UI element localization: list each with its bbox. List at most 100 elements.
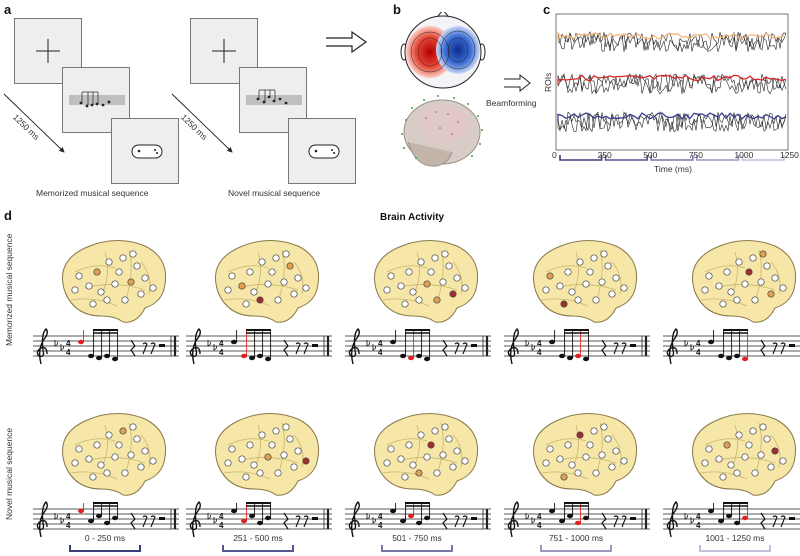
time-window-label: 251 - 500 ms	[233, 533, 283, 543]
brain-icon	[215, 413, 320, 496]
x-tick-label: 250	[597, 150, 612, 160]
roi-node	[574, 469, 582, 477]
note-head	[742, 356, 748, 362]
svg-text:4: 4	[537, 512, 542, 521]
svg-text:4: 4	[66, 339, 71, 348]
roi-node	[779, 284, 787, 292]
time-window-label: 0 - 250 ms	[84, 533, 126, 543]
note-head	[241, 518, 247, 524]
roi-node	[592, 296, 600, 304]
roi-node	[115, 268, 123, 276]
roi-node	[560, 473, 568, 481]
roi-node	[127, 278, 135, 286]
roi-node	[608, 290, 616, 298]
roi-node	[574, 296, 582, 304]
roi-node	[427, 441, 435, 449]
roi-node	[242, 300, 250, 308]
roi-node	[290, 463, 298, 471]
mini-score-icon	[69, 91, 125, 108]
treble-clef-icon	[507, 328, 519, 365]
note-head	[241, 353, 247, 359]
svg-text:4: 4	[219, 512, 224, 521]
roi-node	[85, 455, 93, 463]
roi-node	[701, 286, 709, 294]
svg-text:4: 4	[696, 339, 701, 348]
score-staff-icon: 44	[33, 501, 179, 538]
roi-node	[763, 435, 771, 443]
roi-node	[264, 453, 272, 461]
roi-node	[586, 268, 594, 276]
note-head	[400, 518, 406, 524]
treble-clef-icon	[666, 501, 678, 538]
roi-node	[224, 286, 232, 294]
roi-node	[272, 427, 280, 435]
roi-node	[415, 296, 423, 304]
roi-node	[590, 254, 598, 262]
roi-node	[441, 250, 449, 258]
roi-node	[751, 296, 759, 304]
roi-node	[97, 461, 105, 469]
roi-node	[445, 262, 453, 270]
roi-node	[268, 268, 276, 276]
roi-node	[598, 451, 606, 459]
roi-node	[417, 258, 425, 266]
rest-icon	[621, 515, 627, 528]
roi-node	[71, 286, 79, 294]
roi-node	[427, 268, 435, 276]
roi-node	[705, 445, 713, 453]
roi-node	[759, 423, 767, 431]
svg-text:4: 4	[66, 348, 71, 357]
roi-node	[280, 451, 288, 459]
note-head	[424, 515, 430, 521]
roi-node	[582, 280, 590, 288]
roi-node	[620, 284, 628, 292]
time-window-bracket	[696, 155, 740, 161]
gamepad-icon	[131, 144, 163, 159]
roi-node	[228, 272, 236, 280]
note-head	[265, 356, 271, 362]
roi-node	[600, 250, 608, 258]
brain-icon	[692, 413, 797, 496]
note-head	[567, 355, 573, 361]
roi-node	[735, 431, 743, 439]
note-head	[400, 353, 406, 359]
fixation-cross-icon	[36, 39, 60, 63]
rest-icon	[789, 517, 795, 520]
roi-node	[568, 288, 576, 296]
time-window-label: 501 - 750 ms	[392, 533, 442, 543]
roi-node	[89, 300, 97, 308]
rest-icon	[621, 342, 627, 355]
score-staff-icon: 44	[186, 501, 332, 538]
roi-node	[608, 463, 616, 471]
treble-clef-icon	[189, 328, 201, 365]
rest-icon	[312, 517, 318, 520]
roi-node	[701, 459, 709, 467]
roi-node	[542, 286, 550, 294]
roi-node	[256, 296, 264, 304]
rest-icon	[454, 515, 460, 528]
time-window-bracket	[222, 545, 294, 552]
rest-icon	[295, 515, 301, 528]
rest-icon	[303, 342, 309, 355]
roi-node	[294, 274, 302, 282]
roi-node	[397, 282, 405, 290]
roi-node	[745, 268, 753, 276]
right-arrow-icon	[326, 30, 368, 54]
note-head	[549, 339, 555, 345]
roi-node	[582, 453, 590, 461]
roi-node	[560, 300, 568, 308]
roi-node	[751, 469, 759, 477]
roi-node	[719, 300, 727, 308]
brain-icon	[374, 240, 479, 323]
time-window-bracket	[604, 155, 648, 161]
flat-icon	[366, 513, 377, 524]
roi-node	[105, 431, 113, 439]
rest-icon	[630, 344, 636, 347]
roi-node	[723, 441, 731, 449]
roi-node	[727, 461, 735, 469]
roi-node	[771, 274, 779, 282]
note-head	[718, 353, 724, 359]
row-label-memorized: Memorized musical sequence	[4, 233, 14, 346]
roi-node	[290, 290, 298, 298]
svg-text:4: 4	[378, 348, 383, 357]
